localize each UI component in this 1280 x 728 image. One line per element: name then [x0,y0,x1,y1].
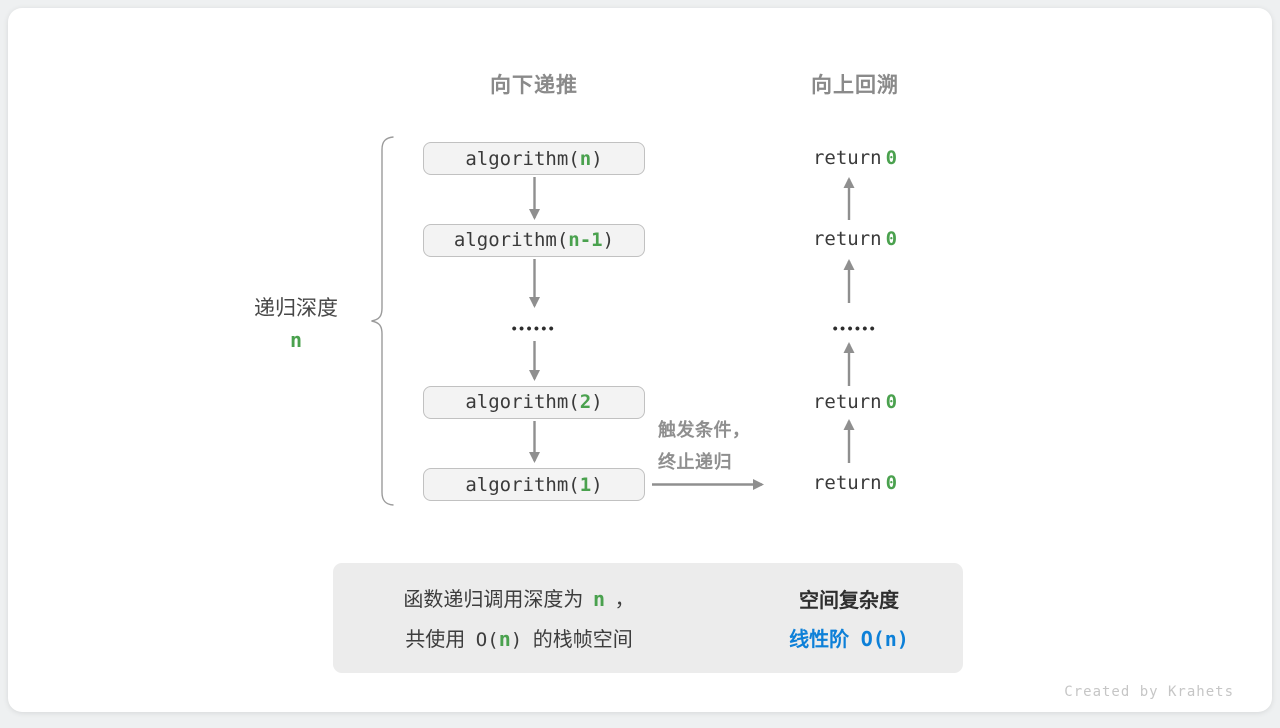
call-box-2: algorithm(2) [423,385,645,419]
call-text: ) [591,147,603,170]
call-param: 1 [579,473,592,496]
trigger-line2: 终止递归 [658,452,732,472]
summary-line2: 共使用 O(n) 的栈帧空间 [358,620,680,660]
complexity-bigO: O(n) [860,627,909,651]
return-ellipsis: •••••• [832,320,878,336]
summary-line2-pre: 共使用 [405,629,466,651]
summary-text: 函数递归调用深度为 n ， 共使用 O(n) 的栈帧空间 [358,580,680,660]
summary-line1-punct: ， [614,589,635,611]
depth-value: n [289,328,303,352]
call-text: ) [602,229,615,251]
complexity-title: 空间复杂度 [799,590,899,612]
diagram-card: 向下递推 向上回溯 algorithm(n) [8,8,1272,712]
header-downward-recursion: 向下递推 [490,74,578,97]
call-box-n: algorithm(n) [423,142,645,175]
call-param: n-1 [568,229,603,251]
complexity-label: 线性阶 [789,629,850,651]
summary-line1: 函数递归调用深度为 n ， [358,580,680,620]
return-value: 0 [885,391,898,413]
return-keyword: return [812,228,882,250]
call-text: algorithm( [465,147,580,170]
return-keyword: return [812,147,882,169]
call-box-n-1: algorithm(n-1) [423,223,645,257]
call-text: algorithm( [465,391,580,413]
summary-line2-open: O( [475,629,499,651]
header-upward-backtrack: 向上回溯 [811,74,899,97]
stack-ellipsis: •••••• [511,320,557,336]
return-keyword: return [812,391,882,413]
call-text: ) [591,391,603,413]
call-text: algorithm( [465,473,580,496]
call-text: algorithm( [453,229,569,251]
watermark-credit: Created by Krahets [1064,684,1234,700]
return-value: 0 [885,147,898,169]
trigger-line1: 触发条件， [658,420,751,440]
depth-brace [371,136,394,506]
call-box-1: algorithm(1) [423,468,645,501]
summary-line1-text: 函数递归调用深度为 [403,589,584,611]
call-param: 2 [579,391,592,413]
call-text: ) [591,473,603,496]
return-value: 0 [885,228,898,250]
depth-label: 递归深度 [254,297,338,320]
complexity-value: 线性阶 O(n) [756,623,942,652]
call-param: n [579,147,592,170]
trigger-annotation: 触发条件， 终止递归 [658,414,788,478]
summary-line2-close: ) [510,629,523,651]
summary-line2-post: 的栈帧空间 [532,629,633,651]
summary-line2-var: n [498,627,511,651]
return-value: 0 [885,472,898,494]
summary-line1-var: n [592,587,606,611]
return-keyword: return [812,472,882,494]
summary-panel [333,563,963,673]
